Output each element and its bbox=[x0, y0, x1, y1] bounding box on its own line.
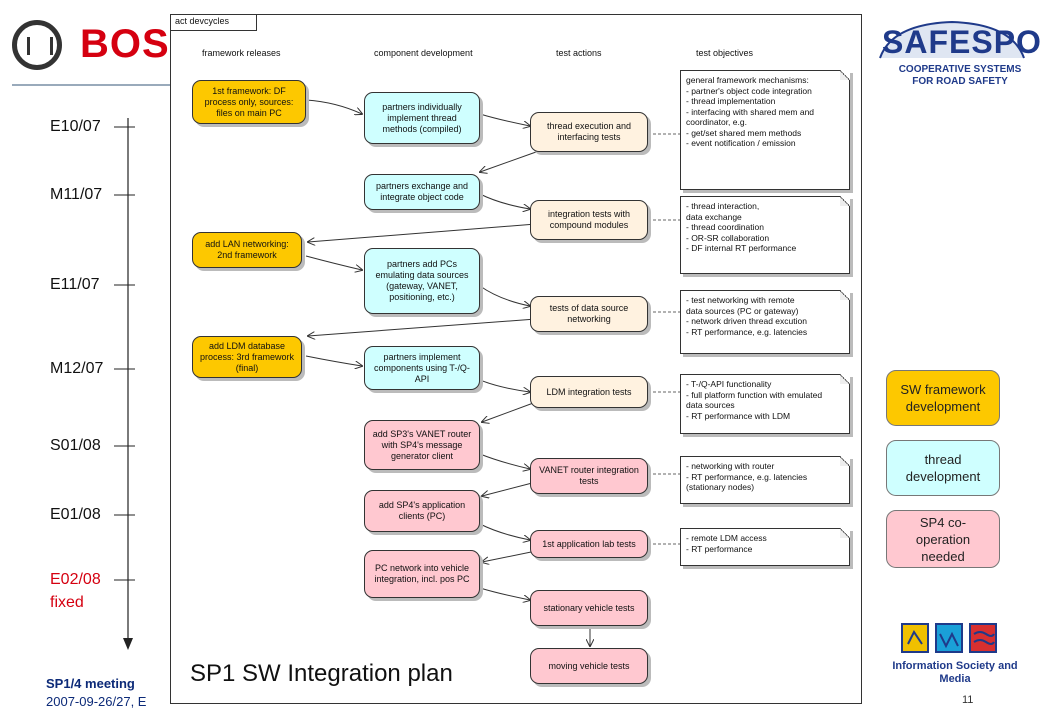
note-router: - networking with router - RT performanc… bbox=[680, 456, 850, 504]
information-society-logo-icon bbox=[901, 623, 997, 653]
note-general-framework: general framework mechanisms: - partner'… bbox=[680, 70, 850, 190]
safespot-logo-text: SAFESPOT bbox=[882, 24, 1040, 60]
note-line: (stationary nodes) bbox=[686, 482, 755, 492]
test-data-source-networking: tests of data source networking bbox=[530, 296, 648, 332]
component-application-clients: add SP4's application clients (PC) bbox=[364, 490, 480, 532]
framework-release-1: 1st framework: DF process only, sources:… bbox=[192, 80, 306, 124]
note-line: - thread coordination bbox=[686, 222, 764, 232]
test-first-application-lab: 1st application lab tests bbox=[530, 530, 648, 558]
note-line: - RT performance, e.g. latencies bbox=[686, 326, 808, 337]
timeline-label-m1107: M11/07 bbox=[50, 186, 103, 203]
header-divider bbox=[12, 84, 172, 86]
bosch-logo-icon bbox=[12, 20, 62, 70]
timeline-axis bbox=[114, 118, 135, 650]
component-tq-api: partners implement components using T-/Q… bbox=[364, 346, 480, 390]
note-thread-interaction: - thread interaction, data exchange - th… bbox=[680, 196, 850, 274]
note-line: - OR-SR collaboration bbox=[686, 232, 770, 243]
frame-title: act devcycles bbox=[175, 16, 230, 26]
timeline-label-e0208: E02/08 bbox=[50, 571, 101, 588]
test-vanet-router-integration: VANET router integration tests bbox=[530, 458, 648, 494]
column-framework-releases: framework releases bbox=[202, 48, 281, 58]
note-line: - networking with router bbox=[686, 461, 775, 471]
legend-sw-framework: SW framework development bbox=[886, 370, 1000, 426]
timeline-label-m1207: M12/07 bbox=[50, 360, 104, 377]
footer-date: 2007-09-26/27, E bbox=[46, 694, 147, 709]
test-integration-compound: integration tests with compound modules bbox=[530, 200, 648, 240]
framework-release-2: add LAN networking: 2nd framework bbox=[192, 232, 302, 268]
component-emulating-data-sources: partners add PCs emulating data sources … bbox=[364, 248, 480, 314]
test-thread-execution: thread execution and interfacing tests bbox=[530, 112, 648, 152]
note-line: - thread interaction, bbox=[686, 201, 760, 211]
column-test-actions: test actions bbox=[556, 48, 602, 58]
test-stationary-vehicle: stationary vehicle tests bbox=[530, 590, 648, 626]
note-line: - thread implementation bbox=[686, 96, 776, 106]
safespot-logo-icon bbox=[879, 20, 1025, 59]
note-line: data exchange bbox=[686, 211, 742, 222]
note-line: - remote LDM access bbox=[686, 533, 767, 543]
component-exchange-object-code: partners exchange and integrate object c… bbox=[364, 174, 480, 210]
note-line: - RT performance bbox=[686, 543, 753, 554]
timeline-label-e0108: E01/08 bbox=[50, 506, 101, 523]
framework-release-3: add LDM database process: 3rd framework … bbox=[192, 336, 302, 378]
note-line: - full platform function with emulated bbox=[686, 389, 823, 400]
safespot-subtitle: COOPERATIVE SYSTEMS FOR ROAD SAFETY bbox=[898, 64, 1022, 87]
brand-text: BOS bbox=[80, 22, 170, 66]
note-line: general framework mechanisms: bbox=[686, 75, 809, 85]
note-line: - T-/Q-API functionality bbox=[686, 379, 772, 389]
note-remote-ldm: - remote LDM access - RT performance bbox=[680, 528, 850, 566]
note-line: - DF internal RT performance bbox=[686, 243, 797, 253]
page-number: 11 bbox=[962, 694, 974, 706]
note-line: coordinator, e.g. bbox=[686, 117, 747, 127]
column-test-objectives: test objectives bbox=[696, 48, 754, 58]
test-moving-vehicle: moving vehicle tests bbox=[530, 648, 648, 684]
footer-meeting: SP1/4 meeting bbox=[46, 676, 135, 691]
note-line: - network driven thread excution bbox=[686, 316, 807, 326]
timeline-label-e1107: E11/07 bbox=[50, 276, 100, 293]
note-line: data sources bbox=[686, 400, 735, 410]
frame-title-box bbox=[170, 14, 257, 31]
note-line: - RT performance, e.g. latencies bbox=[686, 471, 808, 482]
note-line: - partner's object code integration bbox=[686, 85, 812, 96]
timeline-label-fixed: fixed bbox=[50, 594, 84, 611]
note-tq-api: - T-/Q-API functionality - full platform… bbox=[680, 374, 850, 434]
legend-sp4-cooperation: SP4 co-operation needed bbox=[886, 510, 1000, 568]
component-thread-methods: partners individually implement thread m… bbox=[364, 92, 480, 144]
test-ldm-integration: LDM integration tests bbox=[530, 376, 648, 408]
note-line: - get/set shared mem methods bbox=[686, 127, 802, 138]
information-society-logo-text: Information Society and Media bbox=[892, 660, 1018, 685]
column-component-development: component development bbox=[374, 48, 473, 58]
note-line: - test networking with remote bbox=[686, 295, 795, 305]
component-vanet-router: add SP3's VANET router with SP4's messag… bbox=[364, 420, 480, 470]
note-line: - event notification / emission bbox=[686, 138, 796, 148]
diagram-connectors bbox=[305, 99, 680, 660]
note-line: - interfacing with shared mem and bbox=[686, 106, 815, 117]
note-networking: - test networking with remote data sourc… bbox=[680, 290, 850, 354]
note-line: data sources (PC or gateway) bbox=[686, 305, 799, 316]
legend-thread-development: thread development bbox=[886, 440, 1000, 496]
timeline-label-e1007: E10/07 bbox=[50, 118, 101, 135]
timeline-label-s0108: S01/08 bbox=[50, 437, 101, 454]
note-line: - RT performance with LDM bbox=[686, 410, 791, 421]
component-vehicle-integration: PC network into vehicle integration, inc… bbox=[364, 550, 480, 598]
slide-title: SP1 SW Integration plan bbox=[190, 660, 453, 687]
